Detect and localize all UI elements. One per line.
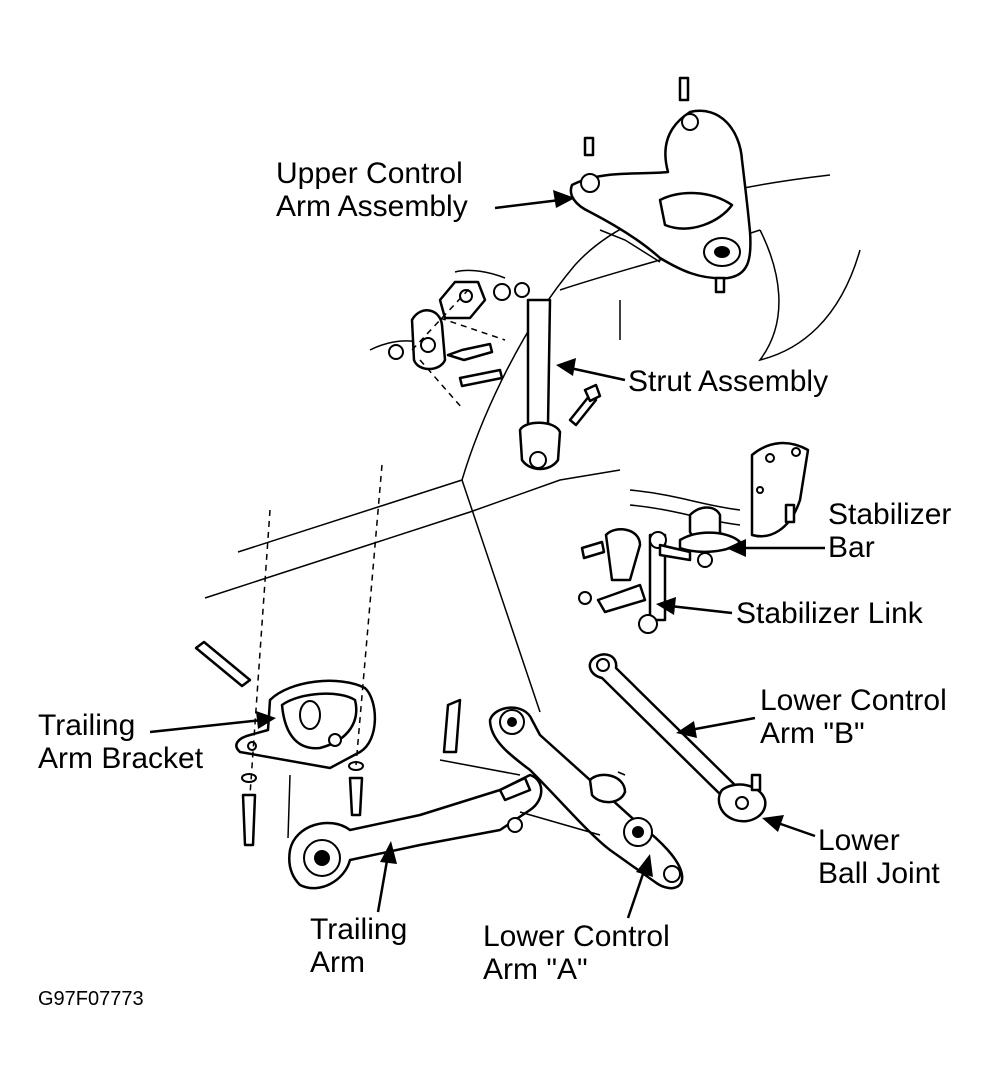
trailing-arm-bracket [194, 464, 383, 847]
label-line: Upper Control [276, 157, 463, 190]
lower-control-arm-a [442, 698, 684, 890]
label-line: Arm Assembly [276, 190, 468, 223]
label-stabilizer-link: Stabilizer Link [736, 597, 923, 630]
label-line: Ball Joint [818, 857, 940, 890]
label-trailing-arm: Trailing Arm [310, 913, 407, 979]
label-line: Lower Control [483, 920, 670, 953]
label-trailing-arm-bracket: Trailing Arm Bracket [38, 709, 203, 775]
figure-code: G97F07773 [38, 988, 144, 1010]
label-line: Stabilizer [828, 498, 952, 531]
upper-control-arm-assembly [569, 76, 752, 294]
label-line: Strut Assembly [628, 365, 829, 398]
label-lower-control-arm-b: Lower Control Arm "B" [760, 684, 947, 750]
label-line: Trailing [38, 709, 136, 742]
label-line: Arm "A" [483, 953, 588, 986]
leader-lines [149, 190, 825, 919]
label-line: Bar [828, 531, 875, 564]
label-line: Trailing [310, 913, 408, 946]
label-line: Stabilizer Link [736, 597, 923, 630]
assembly-guide-lines [287, 479, 626, 839]
knuckle-hardware [388, 280, 530, 409]
label-line: Arm Bracket [38, 742, 204, 775]
lower-control-arm-b [588, 653, 767, 823]
trailing-arm [288, 773, 543, 890]
vehicle-body-outline [204, 174, 861, 599]
label-line: Arm "B" [760, 717, 865, 750]
label-line: Arm [310, 946, 365, 979]
label-lower-control-arm-a: Lower Control Arm "A" [483, 920, 670, 986]
stabilizer-bar [578, 441, 810, 634]
label-strut-assembly: Strut Assembly [628, 365, 828, 398]
strut-assembly [518, 298, 602, 471]
label-lower-ball-joint: Lower Ball Joint [818, 824, 940, 890]
label-stabilizer-bar: Stabilizer Bar [828, 498, 951, 564]
label-line: Lower Control [760, 684, 947, 717]
label-upper-control-arm: Upper Control Arm Assembly [276, 157, 468, 223]
label-line: Lower [818, 824, 900, 857]
